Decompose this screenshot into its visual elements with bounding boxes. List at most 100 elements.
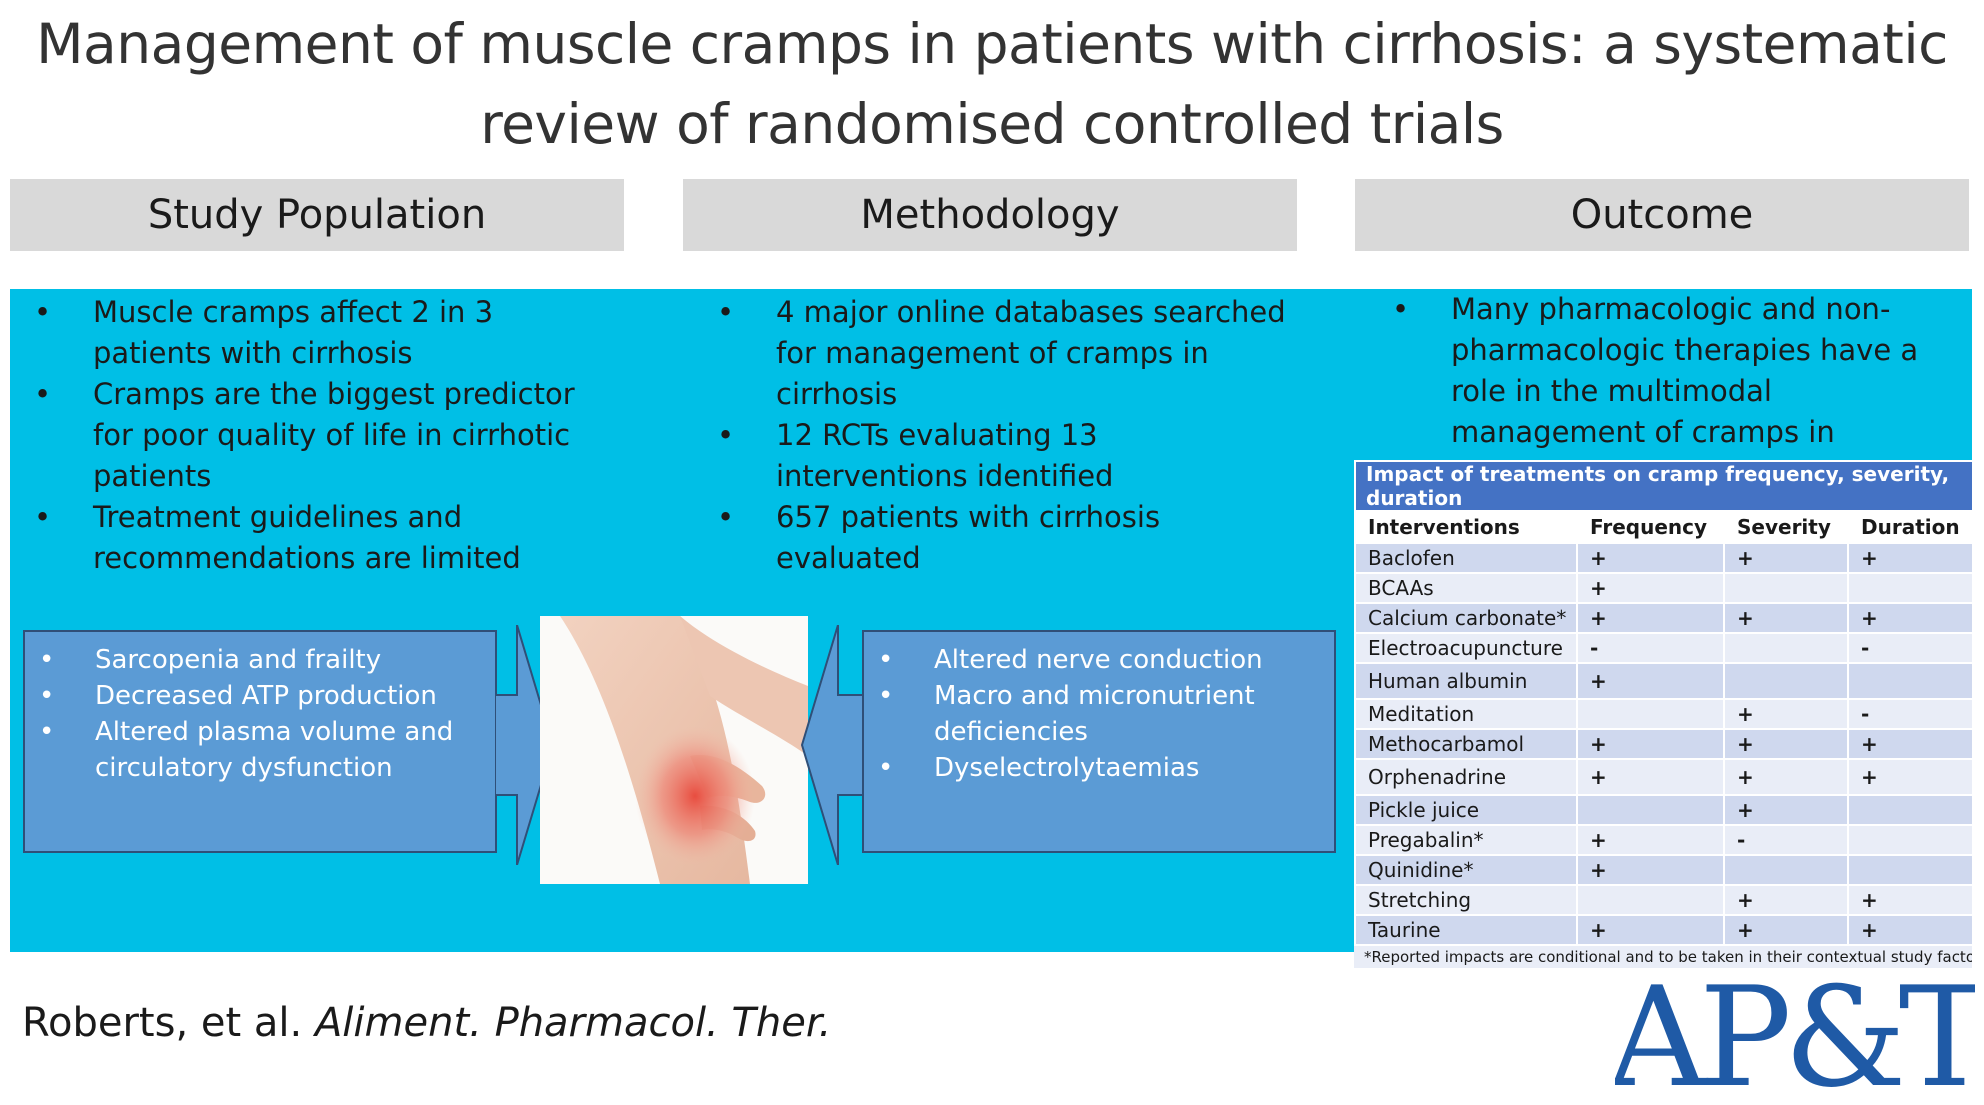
- impact-cell: +: [1576, 728, 1725, 760]
- citation: Roberts, et al. Aliment. Pharmacol. Ther…: [22, 1000, 831, 1046]
- methodology-bullet: 4 major online databases searched for ma…: [693, 292, 1293, 415]
- intervention-cell: Human albumin: [1354, 662, 1578, 700]
- right-cause-item: Dyselectrolytaemias: [864, 750, 1334, 786]
- impact-cell: [1723, 572, 1849, 604]
- left-cause-item: Decreased ATP production: [25, 678, 495, 714]
- impact-cell: [1846, 572, 1975, 604]
- citation-journal: Aliment. Pharmacol. Ther.: [314, 1000, 832, 1046]
- intervention-cell: Pickle juice: [1354, 794, 1578, 826]
- impact-cell: +: [1576, 914, 1725, 946]
- impact-cell: +: [1576, 824, 1725, 856]
- treatments-table: Impact of treatments on cramp frequency,…: [1353, 460, 1975, 946]
- intervention-cell: Calcium carbonate*: [1354, 602, 1578, 634]
- right-cause-item: Altered nerve conduction: [864, 642, 1334, 678]
- right-causes-box: Altered nerve conduction Macro and micro…: [862, 630, 1336, 853]
- impact-cell: +: [1576, 602, 1725, 634]
- intervention-cell: Orphenadrine: [1354, 758, 1578, 796]
- column-header: Severity: [1723, 510, 1849, 544]
- impact-cell: -: [1846, 698, 1975, 730]
- impact-cell: [1846, 854, 1975, 886]
- intervention-cell: Quinidine*: [1354, 854, 1578, 886]
- table-row: Quinidine*+: [1354, 854, 1975, 886]
- impact-cell: [1723, 632, 1849, 664]
- table-row: Baclofen+++: [1354, 542, 1975, 574]
- impact-cell: +: [1723, 602, 1849, 634]
- table-body: Interventions Frequency Severity Duratio…: [1354, 510, 1975, 946]
- impact-cell: +: [1576, 854, 1725, 886]
- impact-cell: +: [1723, 914, 1849, 946]
- intervention-cell: Taurine: [1354, 914, 1578, 946]
- impact-cell: +: [1846, 542, 1975, 574]
- table-row: Stretching ++: [1354, 884, 1975, 916]
- impact-cell: [1846, 794, 1975, 826]
- impact-cell: +: [1846, 602, 1975, 634]
- table-row: Orphenadrine+++: [1354, 758, 1975, 796]
- intervention-cell: BCAAs: [1354, 572, 1578, 604]
- arrow-left-icon: [800, 625, 865, 865]
- impact-cell: +: [1723, 758, 1849, 796]
- impact-cell: +: [1846, 914, 1975, 946]
- impact-cell: [1723, 854, 1849, 886]
- intervention-cell: Methocarbamol: [1354, 728, 1578, 760]
- header-methodology: Methodology: [683, 179, 1297, 251]
- impact-cell: -: [1723, 824, 1849, 856]
- impact-cell: +: [1846, 884, 1975, 916]
- impact-cell: +: [1723, 728, 1849, 760]
- intervention-cell: Stretching: [1354, 884, 1578, 916]
- page-title: Management of muscle cramps in patients …: [36, 12, 1948, 156]
- table-row: Taurine+++: [1354, 914, 1975, 946]
- table-row: Meditation+-: [1354, 698, 1975, 730]
- intervention-cell: Electroacupuncture: [1354, 632, 1578, 664]
- methodology-bullet: 657 patients with cirrhosis evaluated: [693, 497, 1293, 579]
- intervention-cell: Baclofen: [1354, 542, 1578, 574]
- table-header-row: Interventions Frequency Severity Duratio…: [1354, 510, 1975, 544]
- table-caption: Impact of treatments on cramp frequency,…: [1353, 460, 1975, 512]
- table-footnote: *Reported impacts are conditional and to…: [1354, 946, 1972, 968]
- left-cause-item: Altered plasma volume and circulatory dy…: [25, 714, 495, 786]
- impact-cell: -: [1846, 632, 1975, 664]
- table-row: Pregabalin*+-: [1354, 824, 1975, 856]
- table-row: Methocarbamol+++: [1354, 728, 1975, 760]
- table-row: Electroacupuncture--: [1354, 632, 1975, 664]
- arrow-right-icon: [495, 625, 555, 865]
- right-cause-item: Macro and micronutrient deficiencies: [864, 678, 1334, 750]
- treatments-table-wrap: Impact of treatments on cramp frequency,…: [1353, 460, 1975, 968]
- impact-cell: -: [1576, 632, 1725, 664]
- impact-cell: +: [1723, 542, 1849, 574]
- column-header: Frequency: [1576, 510, 1725, 544]
- impact-cell: +: [1576, 662, 1725, 700]
- intervention-cell: Pregabalin*: [1354, 824, 1578, 856]
- column-header: Duration: [1846, 510, 1975, 544]
- impact-cell: +: [1576, 758, 1725, 796]
- methodology-bullet: 12 RCTs evaluating 13 interventions iden…: [693, 415, 1293, 497]
- population-bullet: Cramps are the biggest predictor for poo…: [10, 374, 610, 497]
- table-row: BCAAs+: [1354, 572, 1975, 604]
- impact-cell: +: [1846, 758, 1975, 796]
- impact-cell: +: [1846, 728, 1975, 760]
- impact-cell: [1723, 662, 1849, 700]
- methodology-bullets: 4 major online databases searched for ma…: [693, 292, 1293, 579]
- impact-cell: [1576, 884, 1725, 916]
- left-cause-item: Sarcopenia and frailty: [25, 642, 495, 678]
- left-causes-box: Sarcopenia and frailty Decreased ATP pro…: [23, 630, 497, 853]
- impact-cell: +: [1723, 884, 1849, 916]
- table-row: Human albumin+: [1354, 662, 1975, 700]
- table-row: Calcium carbonate*+++: [1354, 602, 1975, 634]
- impact-cell: [1846, 824, 1975, 856]
- header-study-population: Study Population: [10, 179, 624, 251]
- population-bullet: Treatment guidelines and recommendations…: [10, 497, 610, 579]
- citation-authors: Roberts, et al.: [22, 1000, 303, 1046]
- impact-cell: +: [1576, 542, 1725, 574]
- intervention-cell: Meditation: [1354, 698, 1578, 730]
- logo-text: AP&T: [1615, 960, 1975, 1100]
- impact-cell: [1846, 662, 1975, 700]
- impact-cell: [1576, 698, 1725, 730]
- header-outcome: Outcome: [1355, 179, 1969, 251]
- impact-cell: +: [1723, 794, 1849, 826]
- table-row: Pickle juice +: [1354, 794, 1975, 826]
- column-header: Interventions: [1354, 510, 1578, 544]
- population-bullets: Muscle cramps affect 2 in 3 patients wit…: [10, 292, 610, 579]
- apt-logo: AP&T: [1615, 960, 1975, 1100]
- muscle-cramp-photo: [540, 616, 808, 884]
- population-bullet: Muscle cramps affect 2 in 3 patients wit…: [10, 292, 610, 374]
